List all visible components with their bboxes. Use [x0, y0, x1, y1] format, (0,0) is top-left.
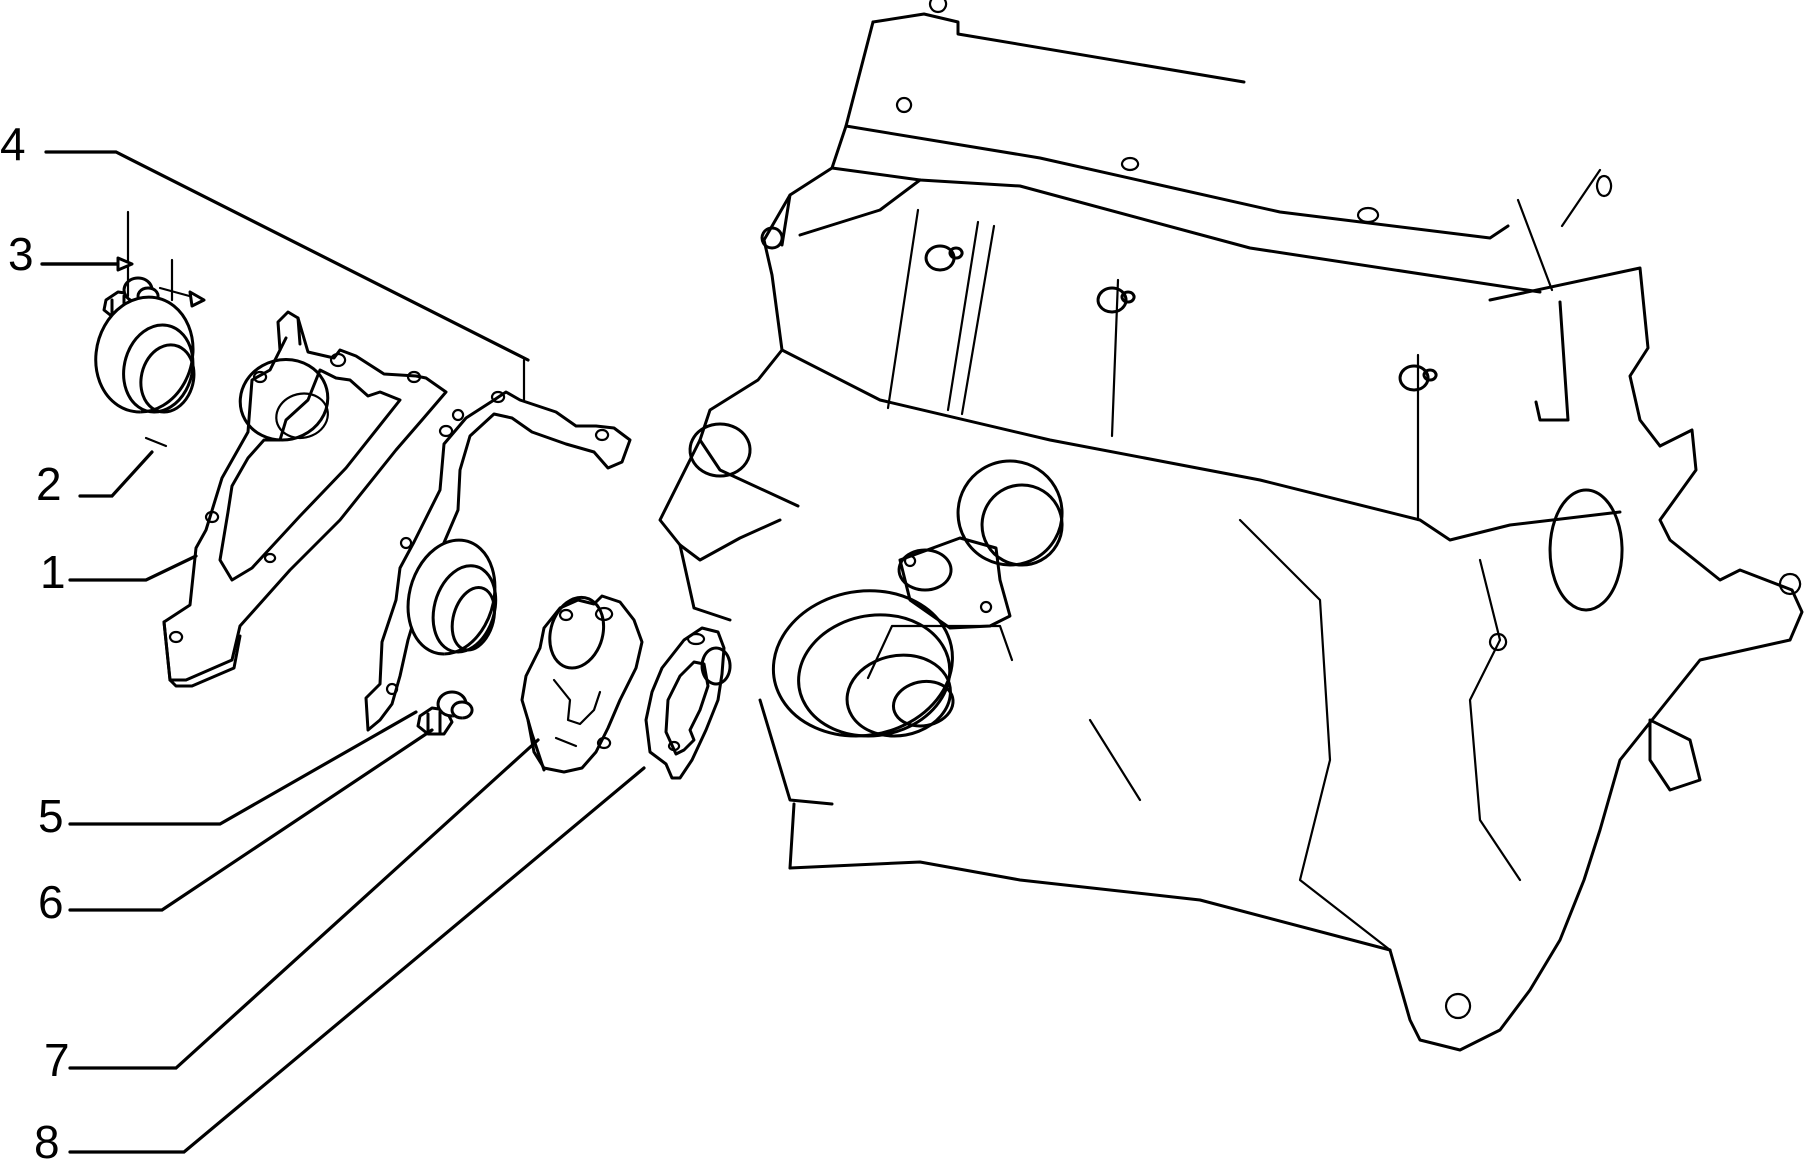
callout-labels: 4 3 2 1 5 6 7 8 — [0, 118, 70, 1161]
callout-7: 7 — [44, 1034, 70, 1086]
leader-line-5 — [68, 710, 418, 826]
leader-line-8 — [68, 766, 646, 1154]
callout-2: 2 — [36, 458, 62, 510]
callout-1: 1 — [40, 546, 66, 598]
callout-4: 4 — [0, 118, 26, 170]
callout-6: 6 — [38, 876, 64, 928]
part-8-flange-gasket — [644, 626, 732, 780]
part-6-screws — [416, 690, 474, 736]
leader-lines — [40, 150, 646, 1154]
part-2-oil-seal — [94, 295, 196, 448]
leader-line-4 — [44, 150, 530, 362]
leader-line-6 — [68, 728, 434, 912]
part-1-rear-cover — [162, 310, 448, 688]
leader-line-2 — [78, 450, 154, 498]
leader-line-1 — [68, 554, 198, 582]
callout-8: 8 — [34, 1116, 60, 1161]
engine-block — [658, 0, 1804, 1052]
part-5-front-oil-seal — [406, 538, 498, 656]
leader-line-7 — [68, 738, 540, 1070]
part-7-front-flange — [520, 594, 644, 774]
callout-3: 3 — [8, 228, 34, 280]
callout-5: 5 — [38, 790, 64, 842]
